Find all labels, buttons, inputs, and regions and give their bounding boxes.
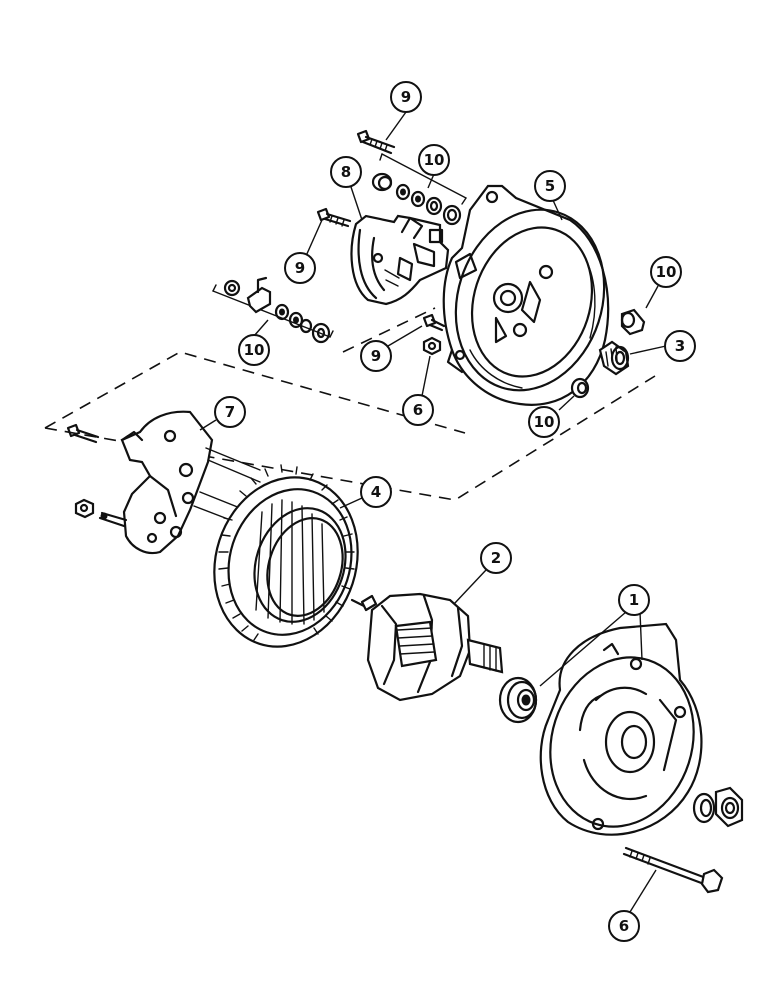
callout-8: 8 bbox=[330, 156, 362, 188]
shaft-nut bbox=[714, 786, 744, 828]
callout-9-left: 9 bbox=[284, 252, 316, 284]
svg-text:10: 10 bbox=[534, 413, 555, 431]
leader-lines bbox=[199, 111, 667, 913]
svg-text:10: 10 bbox=[424, 151, 445, 169]
callout-6-middle: 6 bbox=[402, 394, 434, 426]
bushing-10-right bbox=[620, 308, 646, 336]
svg-text:2: 2 bbox=[491, 549, 501, 567]
callout-4: 4 bbox=[360, 476, 392, 508]
screw-9-middle bbox=[422, 313, 446, 332]
svg-text:1: 1 bbox=[629, 591, 639, 609]
front-housing-1 bbox=[539, 622, 703, 836]
shaft-washer bbox=[692, 792, 716, 824]
callout-10-top: 10 bbox=[418, 144, 450, 176]
svg-text:6: 6 bbox=[413, 401, 423, 419]
svg-text:3: 3 bbox=[675, 337, 685, 355]
svg-text:9: 9 bbox=[371, 347, 381, 365]
dashed-assembly-outline bbox=[44, 307, 656, 501]
rotor-2 bbox=[350, 592, 504, 702]
callout-10-left: 10 bbox=[238, 334, 270, 366]
nut-rectifier bbox=[74, 498, 95, 519]
through-bolt-6 bbox=[622, 846, 724, 894]
rectifier-plate-7 bbox=[120, 410, 261, 555]
svg-text:8: 8 bbox=[341, 163, 351, 181]
callout-10-right: 10 bbox=[650, 256, 682, 288]
bushing-10-lower bbox=[570, 377, 590, 399]
svg-text:10: 10 bbox=[656, 263, 677, 281]
insulator-set-10-top bbox=[371, 172, 462, 226]
hardware-group-bracket-top bbox=[379, 153, 467, 205]
stator-4 bbox=[213, 464, 359, 648]
svg-text:9: 9 bbox=[295, 259, 305, 277]
screw-9-brush-holder bbox=[316, 207, 352, 228]
callout-6-bottom: 6 bbox=[608, 910, 640, 942]
front-bearing-1 bbox=[498, 676, 538, 724]
stud-rectifier bbox=[98, 511, 128, 528]
nut-6-middle bbox=[422, 336, 442, 356]
svg-text:4: 4 bbox=[371, 483, 381, 501]
svg-text:7: 7 bbox=[225, 403, 235, 421]
insulator-set-10-left bbox=[223, 276, 331, 344]
svg-text:10: 10 bbox=[244, 341, 265, 359]
rear-bearing-3 bbox=[598, 340, 630, 376]
callout-3: 3 bbox=[664, 330, 696, 362]
brush-holder-8 bbox=[350, 214, 450, 306]
hardware-group-bracket-left bbox=[212, 284, 334, 338]
svg-text:5: 5 bbox=[545, 177, 555, 195]
rear-housing-5 bbox=[442, 184, 610, 406]
svg-text:6: 6 bbox=[619, 917, 629, 935]
screw-9-top bbox=[356, 129, 396, 155]
callout-10-lower: 10 bbox=[528, 406, 560, 438]
callout-7: 7 bbox=[214, 396, 246, 428]
callout-9-middle: 9 bbox=[360, 340, 392, 372]
callout-2: 2 bbox=[480, 542, 512, 574]
svg-text:9: 9 bbox=[401, 88, 411, 106]
callout-9-top: 9 bbox=[390, 81, 422, 113]
screw-rectifier bbox=[66, 423, 100, 444]
callout-5: 5 bbox=[534, 170, 566, 202]
callout-1: 1 bbox=[618, 584, 650, 616]
